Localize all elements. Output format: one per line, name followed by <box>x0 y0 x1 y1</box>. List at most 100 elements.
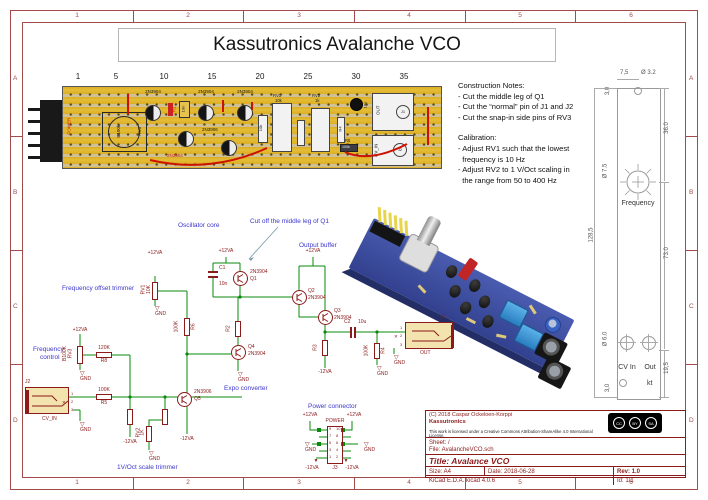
header-pin <box>28 120 40 123</box>
resistor-v2 <box>162 409 168 425</box>
header-pin <box>377 207 382 223</box>
frame-col-label: 6 <box>629 12 633 19</box>
power-label: +12VA <box>346 412 362 418</box>
trimmer-rv1 <box>272 103 292 152</box>
label-rv1-ref: RV1 <box>273 93 282 98</box>
jack-pin-number: 1 <box>71 391 74 396</box>
construction-notes: Construction Notes: - Cut the middle leg… <box>458 81 623 186</box>
label-r5-value: 100k <box>342 145 350 149</box>
capacitor-c1-sch <box>208 271 218 273</box>
label-r4-value: 100K <box>363 344 370 357</box>
power-label: +12VA <box>302 412 318 418</box>
label-r2: R2 <box>225 325 232 332</box>
transistor-3d <box>447 283 463 300</box>
label-j2-ref: J2 <box>397 147 403 152</box>
annotation-freq-trimmer: Frequency offset trimmer <box>62 285 135 292</box>
frame-tick <box>10 364 22 365</box>
note-line: - Adjust RV2 to 1 V/Oct scaling in <box>458 165 570 175</box>
dim-ext <box>594 88 617 89</box>
pot-rv3-sch <box>77 346 83 364</box>
jack-j1 <box>405 322 454 349</box>
frame-row-label: A <box>689 75 694 82</box>
label-r5-ref: R5 <box>345 138 351 143</box>
jack-j2 <box>25 387 69 414</box>
annotation-output-buffer: Output buffer <box>299 242 337 249</box>
license-row: This work is licensed under a Creative C… <box>426 428 685 438</box>
rev-text: Rev: 1.0 <box>617 469 641 475</box>
label-transistor: 2N3904 <box>167 153 183 158</box>
label-q3-value: 2N3904 <box>334 315 352 321</box>
jack-cross <box>640 342 658 343</box>
license-text: This work is licensed under a Creative C… <box>429 429 593 439</box>
resistor-r8 <box>96 352 112 358</box>
dim-ext <box>659 397 669 398</box>
title-block: (C) 2018 Caspar Ockeloen-Korppi Kassutro… <box>425 410 686 485</box>
label-c2-value: 10u <box>358 319 367 325</box>
frame-row-label: A <box>13 75 18 82</box>
note-line: - Cut the “normal” pin of J1 and J2 <box>458 102 574 112</box>
frame-col-label: 1 <box>75 479 79 486</box>
dim-ext <box>594 397 617 398</box>
label-j2: J2 <box>25 379 31 385</box>
label-transistor: 2N3904 <box>198 89 214 94</box>
power-label: -12VA <box>345 465 359 471</box>
pin-number: 1 <box>329 454 332 459</box>
frame-tick <box>465 478 466 490</box>
tool-row: KiCad E.D.A. kicad 4.0.6 Id: 1/1 <box>426 476 685 485</box>
frame-tick <box>575 478 576 490</box>
dim-line <box>617 79 639 80</box>
annotation-cut-leg: Cut off the middle leg of Q1 <box>250 218 330 225</box>
dim-knob: Ø 7.5 <box>602 163 609 179</box>
resistor-3d <box>496 333 507 339</box>
date-text: Date: 2018-06-28 <box>488 469 535 475</box>
transistor-q1 <box>233 271 248 286</box>
ruler-number: 1 <box>75 72 81 81</box>
note-line: - Cut the middle leg of Q1 <box>458 91 545 101</box>
label-c1: C1 <box>219 265 226 271</box>
dim-ext <box>659 182 669 183</box>
label-r6: R6 <box>190 323 197 330</box>
header-pin <box>28 132 40 135</box>
label-j1-name: OUT <box>420 350 431 356</box>
frame-col-label: 3 <box>297 479 301 486</box>
jack-cross <box>626 334 627 352</box>
tool-text: KiCad E.D.A. kicad 4.0.6 <box>429 478 496 484</box>
cc-icon-label: CC <box>616 420 622 426</box>
label-q4-value: 2N3904 <box>248 351 266 357</box>
label-j1-ref: J1 <box>400 109 406 114</box>
brand-text: Kassutronics <box>429 419 466 425</box>
label-r4: R4 <box>380 347 387 354</box>
trimmer-rv2-sch <box>146 426 152 442</box>
x-mark: ✕ <box>62 400 66 405</box>
page-title: Kassutronics Avalanche VCO <box>213 34 461 55</box>
resistor-box <box>337 117 345 143</box>
frame-row-label: D <box>13 417 18 424</box>
ruler-number: 5 <box>113 72 119 81</box>
label-r3: R3 <box>312 344 319 351</box>
dim-ext <box>659 350 669 351</box>
pin-number: 3 <box>329 447 332 452</box>
pin-number: 2 <box>336 454 339 459</box>
pin-number: 4 <box>336 447 339 452</box>
resistor-v1 <box>127 409 133 425</box>
inner-border <box>22 22 686 478</box>
neg-rail-arrow: ▼ <box>313 458 319 464</box>
header-pin <box>404 220 409 236</box>
resistor-box <box>297 120 305 146</box>
transistor <box>237 105 253 121</box>
panel-kt-label: kt <box>647 380 653 387</box>
note-line: Calibration: <box>458 133 497 143</box>
trimmer-rv2 <box>311 108 330 152</box>
capacitor-c1 <box>179 101 190 118</box>
dim-line <box>664 89 665 181</box>
x-mark: ✕ <box>394 334 398 339</box>
label-rv2-value: 1K <box>139 429 146 436</box>
header-pin <box>28 144 40 147</box>
label-j1: J1 <box>440 314 446 320</box>
label-c1-value: 10n <box>219 281 228 287</box>
power-connector-sch <box>327 426 343 464</box>
frame-col-label: 2 <box>186 479 190 486</box>
dim-jack: Ø 6.0 <box>602 331 609 347</box>
dim-hole: Ø 3.2 <box>641 70 656 76</box>
